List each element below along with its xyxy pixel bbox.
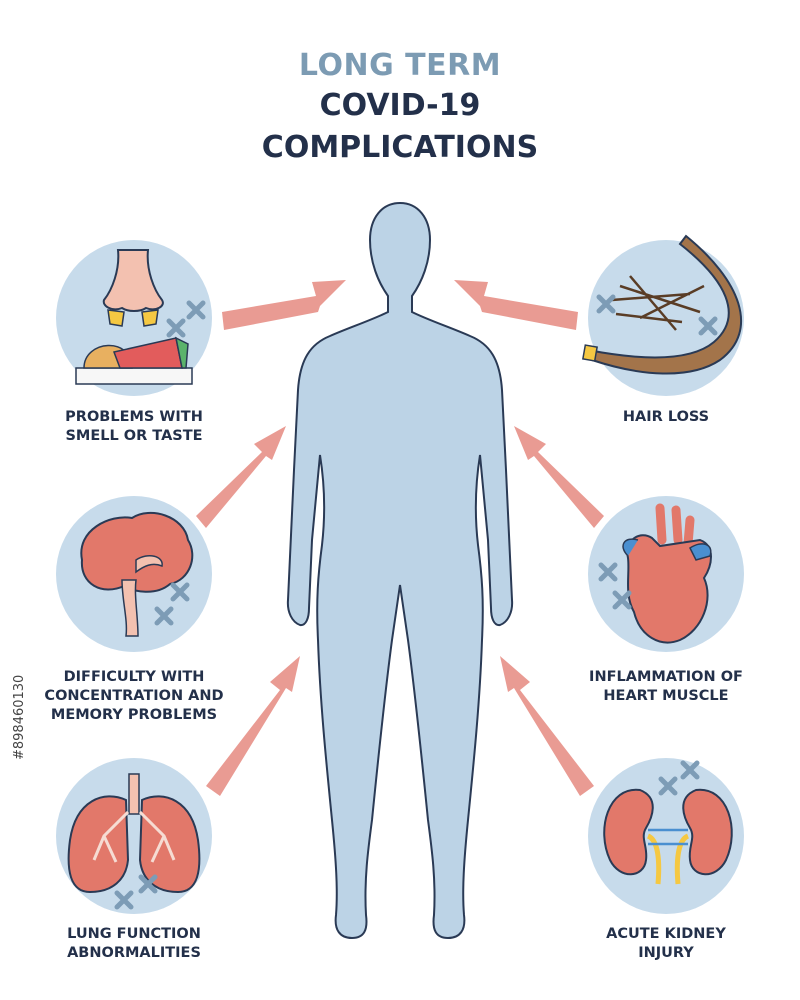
label-heart: INFLAMMATION OF HEART MUSCLE xyxy=(589,669,743,704)
arrow-smell-taste xyxy=(222,280,346,330)
title-line-2: COVID-19 xyxy=(319,88,481,123)
kidneys-icon xyxy=(588,758,744,914)
image-id-text: #898460130 xyxy=(12,674,27,760)
hair-icon xyxy=(582,234,744,396)
brain-icon xyxy=(56,496,212,652)
lungs-icon xyxy=(56,758,212,914)
arrow-hair-loss xyxy=(454,280,578,330)
title-line-3: COMPLICATIONS xyxy=(261,130,539,165)
label-smell-taste: PROBLEMS WITH SMELL OR TASTE xyxy=(65,409,203,444)
title-line-1: LONG TERM xyxy=(298,48,502,83)
label-hair-loss: HAIR LOSS xyxy=(622,409,710,425)
nose-food-icon xyxy=(56,240,212,396)
label-concentration: DIFFICULTY WITH CONCENTRATION AND MEMORY… xyxy=(44,669,224,723)
arrow-kidney xyxy=(500,656,594,796)
label-lung: LUNG FUNCTION ABNORMALITIES xyxy=(67,926,201,961)
arrows xyxy=(196,280,604,796)
label-kidney: ACUTE KIDNEY INJURY xyxy=(606,926,726,961)
heart-icon xyxy=(588,496,744,652)
arrow-lung xyxy=(206,656,300,796)
arrow-heart xyxy=(514,426,604,528)
human-body-silhouette xyxy=(286,201,514,940)
arrow-concentration xyxy=(196,426,286,528)
